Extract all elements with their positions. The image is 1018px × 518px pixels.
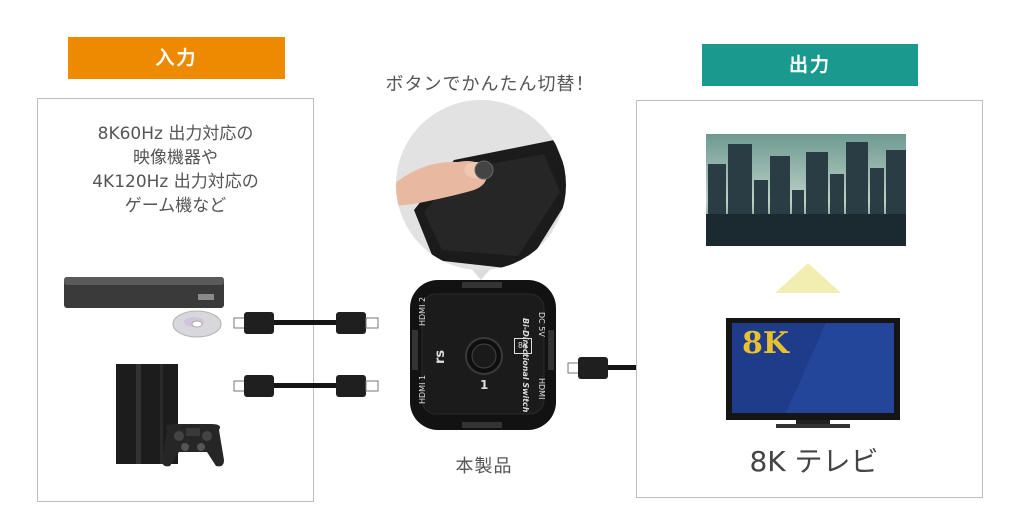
output-label: 出力: [702, 44, 918, 86]
tv-screen-text: 8K: [742, 326, 789, 361]
hdmi-switch-device: rs: [410, 280, 556, 430]
device-label-bidirectional: Bi-Directional Switch: [521, 318, 530, 413]
hdmi-cable-input-bottom: [233, 375, 379, 397]
input-description-line: 映像機器や: [133, 148, 218, 168]
input-description-line: ゲーム機など: [124, 196, 227, 216]
input-description-line: 4K120Hz 出力対応の: [92, 172, 259, 192]
product-caption: 本製品: [455, 456, 513, 477]
input-description: 8K60Hz 出力対応の 映像機器や 4K120Hz 出力対応の ゲーム機など: [37, 122, 314, 218]
svg-text:rs: rs: [433, 350, 448, 364]
device-label-hdmi: HDMI: [537, 378, 546, 400]
device-badge-8k: 8K: [514, 338, 532, 354]
hdmi-cable-input-top: [233, 312, 379, 334]
input-label: 入力: [68, 37, 285, 79]
button-press-photo: [396, 100, 566, 280]
bluray-player-icon: [64, 277, 224, 308]
controller-icon: [162, 424, 224, 467]
up-arrow-icon: [775, 263, 841, 293]
device-label-hdmi2: HDMI 2: [418, 296, 427, 326]
device-label-dc5v: DC 5V: [537, 312, 546, 337]
device-label-hdmi1: HDMI 1: [418, 374, 427, 404]
callout-text: ボタンでかんたん切替！: [385, 74, 595, 95]
device-port-number: 1: [480, 378, 489, 392]
input-description-line: 8K60Hz 出力対応の: [97, 124, 254, 144]
tv-icon: [726, 318, 900, 428]
city-image: [706, 134, 906, 246]
disc-icon: [172, 310, 222, 338]
tv-caption: 8K テレビ: [749, 445, 879, 478]
